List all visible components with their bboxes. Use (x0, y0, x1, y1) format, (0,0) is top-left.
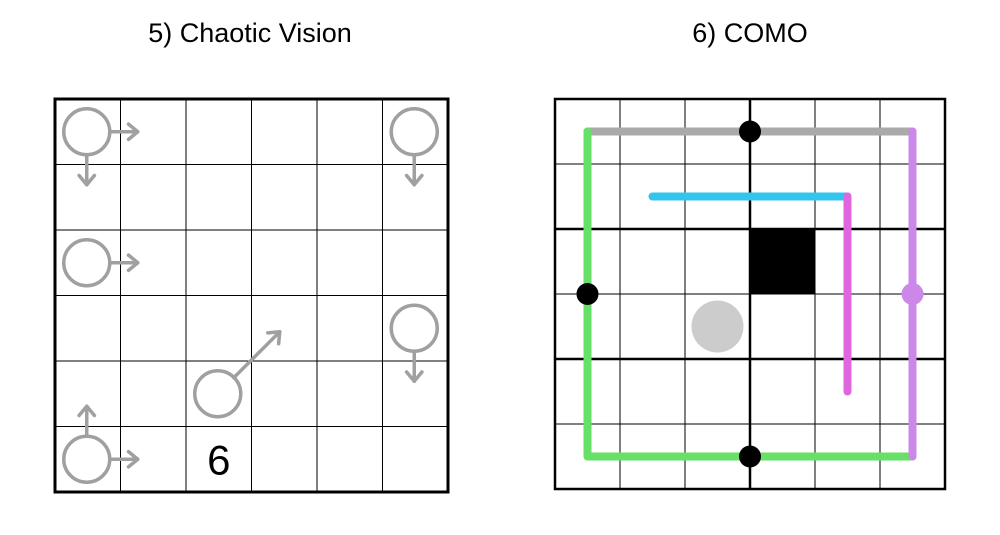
arrow-up-right-icon (232, 330, 282, 380)
grid-cell[interactable] (120, 360, 187, 427)
grid-cell[interactable] (316, 295, 383, 362)
grid-cell[interactable] (251, 426, 318, 493)
grid-cell[interactable] (316, 229, 383, 296)
grid-cell[interactable] (316, 360, 383, 427)
grid-cell[interactable] (185, 295, 252, 362)
grid-cell[interactable] (684, 358, 751, 425)
arrow-head (126, 449, 140, 469)
purple-dot (901, 283, 924, 305)
grid-cell[interactable] (382, 426, 449, 493)
grid-cell[interactable] (619, 358, 686, 425)
grid-cell[interactable] (185, 229, 252, 296)
grid-border (553, 97, 947, 491)
arrow-right-icon (108, 122, 140, 142)
grid-border (53, 97, 450, 494)
shaded-cell (750, 229, 815, 294)
grid-cell[interactable] (316, 164, 383, 231)
gray-circle (691, 300, 744, 353)
arrow-down-icon (404, 349, 424, 383)
arrow-head (77, 404, 97, 418)
arrow-head (126, 122, 140, 142)
grid-cell[interactable] (684, 228, 751, 295)
green-line (583, 127, 917, 461)
arrow-down-icon (404, 153, 424, 187)
puzzle-title-chaotic-vision: 5) Chaotic Vision (148, 18, 352, 48)
grid-cell[interactable] (54, 295, 121, 362)
black-dot (739, 120, 761, 143)
arrow-head (77, 173, 97, 187)
grid-cell[interactable] (316, 426, 383, 493)
arrow-right-icon (108, 449, 140, 469)
arrow-head (266, 330, 282, 346)
arrow-head (404, 173, 424, 187)
grid-cell[interactable] (120, 164, 187, 231)
arrow-shaft (232, 330, 282, 380)
clue-circle (193, 369, 243, 419)
grid-cell[interactable] (185, 164, 252, 231)
arrow-right-icon (108, 253, 140, 273)
grid-cell[interactable] (251, 98, 318, 165)
grid-cell[interactable] (251, 229, 318, 296)
grid-cell[interactable] (619, 228, 686, 295)
black-dot (739, 445, 761, 468)
como-grid[interactable] (553, 97, 947, 491)
chaotic-vision-grid[interactable]: 6 (53, 97, 450, 494)
grid-cell[interactable] (619, 293, 686, 360)
grid-cell[interactable] (382, 229, 449, 296)
grid-cell[interactable] (251, 360, 318, 427)
black-dot (576, 283, 599, 305)
grid-cell[interactable] (120, 295, 187, 362)
puzzle-title-como: 6) COMO (692, 18, 808, 48)
grid-cell[interactable] (749, 358, 816, 425)
arrow-head (404, 370, 424, 383)
grid-cell[interactable] (251, 164, 318, 231)
clue-number: 6 (207, 436, 230, 483)
grid-cell[interactable] (316, 98, 383, 165)
grid-cell[interactable] (185, 98, 252, 165)
arrow-down-icon (77, 153, 97, 187)
arrow-up-icon (77, 404, 97, 438)
grid-cell[interactable] (749, 293, 816, 360)
arrow-head (126, 253, 140, 273)
